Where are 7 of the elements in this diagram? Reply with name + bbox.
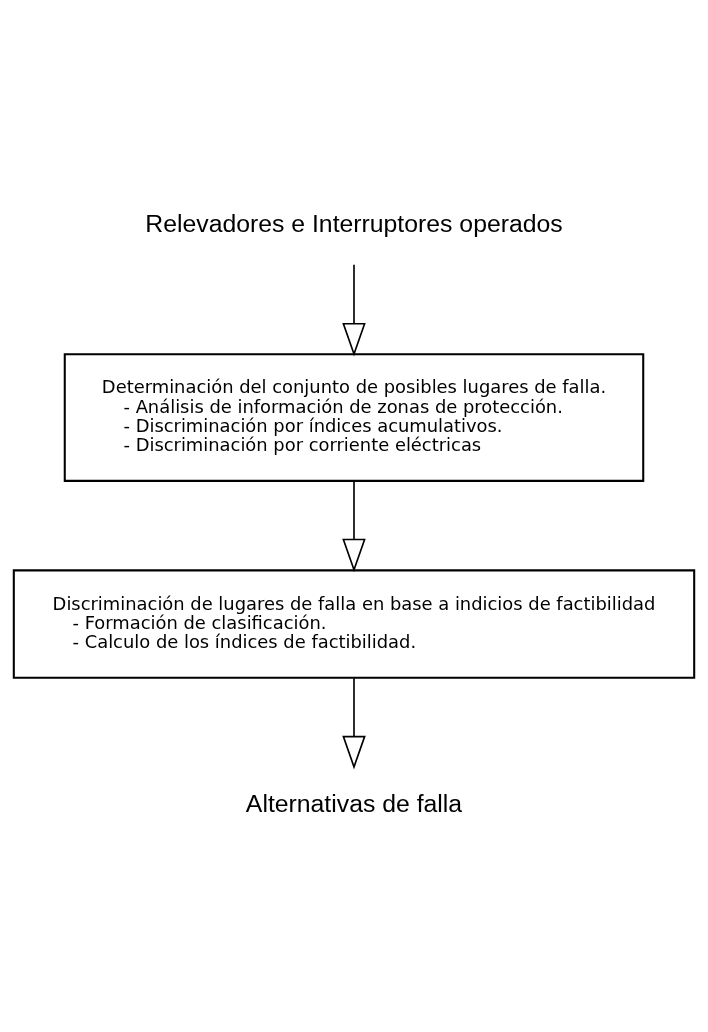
node-text: Alternativas de falla xyxy=(245,789,463,817)
node-text: Relevadores e Interruptores operados xyxy=(145,210,563,238)
arrow xyxy=(342,263,366,357)
arrow xyxy=(342,677,366,770)
node-box: Determinación del conjunto de posibles lugares de falla. - Análisis de información de zonas de protección. - Discriminación por índices acumulativos. - Discriminación por corriente eléctricas xyxy=(63,353,645,482)
arrow xyxy=(342,480,366,573)
node-box: Discriminación de lugares de falla en base a indicios de factibilidad - Formación de clasificación. - Calculo de los índices de factibilidad. xyxy=(12,569,696,679)
